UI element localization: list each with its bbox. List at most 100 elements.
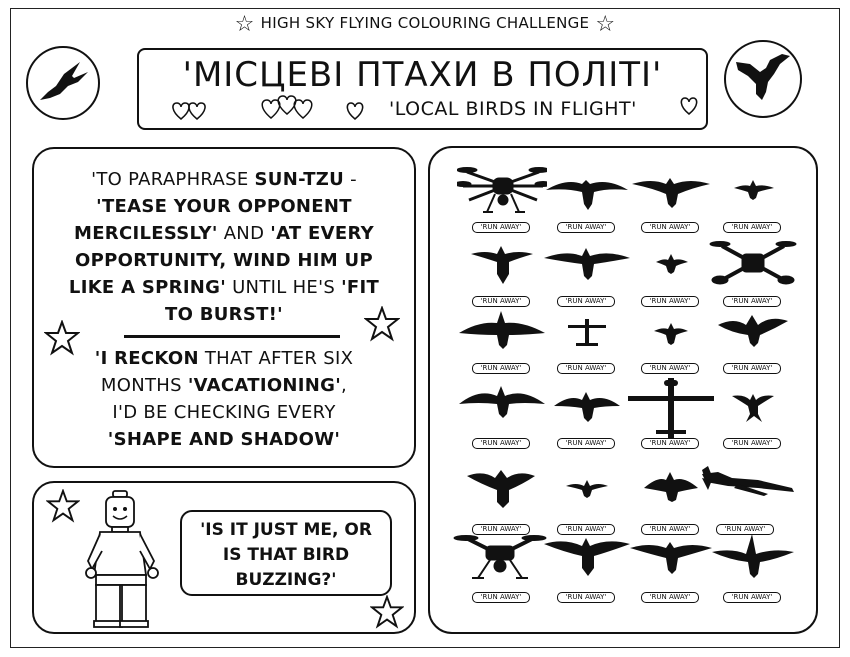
quote-line: MONTHS 'VACATIONING', — [100, 375, 348, 396]
silhouette-cell: 'RUN AWAY' — [452, 528, 547, 608]
silhouette-cell: 'RUN AWAY' — [708, 299, 798, 379]
small-bird-icon — [656, 254, 688, 274]
swallow-silhouette-icon — [732, 394, 774, 422]
quote-line: TO BURST!' — [164, 304, 283, 325]
large-uav-icon — [628, 378, 714, 440]
heart-icon — [680, 97, 698, 115]
silhouette-cell: 'RUN AWAY' — [626, 460, 716, 540]
silhouette-cell: 'RUN AWAY' — [626, 299, 716, 379]
run-away-label: 'RUN AWAY' — [557, 438, 615, 449]
silhouette-cell: 'RUN AWAY' — [457, 232, 547, 312]
silhouette-cell: 'RUN AWAY' — [542, 299, 632, 379]
silhouette-cell: 'RUN AWAY' — [626, 374, 716, 454]
swallow-icon — [40, 62, 88, 100]
quote-panel: 'TO PARAPHRASE SUN-TZU - 'TEASE YOUR OPP… — [32, 147, 416, 468]
run-away-label: 'RUN AWAY' — [472, 296, 530, 307]
run-away-label: 'RUN AWAY' — [472, 438, 530, 449]
gliding-bird-icon — [630, 542, 712, 574]
soaring-bird-icon — [632, 178, 710, 208]
run-away-label: 'RUN AWAY' — [641, 363, 699, 374]
page-subtitle: 'LOCAL BIRDS IN FLIGHT' — [389, 98, 637, 120]
silhouette-cell: 'RUN AWAY' — [708, 528, 798, 608]
quote-line: 'TEASE YOUR OPPONENT — [96, 196, 352, 217]
divider — [124, 335, 340, 338]
gliding-bird-icon — [459, 311, 545, 349]
star-icon: ☆ — [234, 12, 255, 37]
silhouette-cell: 'RUN AWAY' — [708, 232, 798, 312]
silhouette-cell: 'RUN AWAY' — [626, 232, 716, 312]
soaring-bird-icon — [544, 538, 630, 576]
hawk-icon — [736, 54, 790, 100]
quote-line: 'TO PARAPHRASE SUN-TZU - — [91, 169, 357, 190]
quote-line: OPPORTUNITY, WIND HIM UP — [75, 250, 373, 271]
silhouette-cell: 'RUN AWAY' — [708, 158, 798, 238]
flapping-bird-icon — [467, 470, 535, 508]
run-away-label: 'RUN AWAY' — [716, 524, 774, 535]
run-away-label: 'RUN AWAY' — [723, 363, 781, 374]
silhouette-cell: 'RUN AWAY' — [626, 528, 716, 608]
gliding-bird-icon — [544, 248, 630, 280]
silhouette-cell: 'RUN AWAY' — [457, 460, 547, 540]
quote-line: LIKE A SPRING' UNTIL HE'S 'FIT — [68, 277, 380, 298]
silhouette-cell: 'RUN AWAY' — [542, 158, 632, 238]
run-away-label: 'RUN AWAY' — [641, 592, 699, 603]
run-away-label: 'RUN AWAY' — [472, 222, 530, 233]
silhouette-cell: 'RUN AWAY' — [626, 158, 716, 238]
hearts-icon — [172, 102, 206, 120]
star-icon — [46, 489, 80, 523]
run-away-label: 'RUN AWAY' — [472, 524, 530, 535]
reaper-uav-icon — [702, 466, 794, 496]
hawk-badge — [724, 40, 802, 118]
run-away-label: 'RUN AWAY' — [557, 222, 615, 233]
silhouette-cell: 'RUN AWAY' — [542, 374, 632, 454]
hexacopter-drone-icon — [457, 167, 547, 213]
run-away-label: 'RUN AWAY' — [557, 524, 615, 535]
silhouette-cell: 'RUN AWAY' — [698, 460, 798, 540]
heron-icon — [712, 534, 794, 578]
small-bird-icon — [566, 480, 608, 498]
star-icon — [364, 306, 400, 342]
silhouette-cell: 'RUN AWAY' — [457, 374, 547, 454]
run-away-label: 'RUN AWAY' — [723, 296, 781, 307]
challenge-header: ☆HIGH SKY FLYING COLOURING CHALLENGE☆ — [0, 12, 850, 37]
run-away-label: 'RUN AWAY' — [641, 222, 699, 233]
silhouette-grid: 'RUN AWAY' 'RUN AWAY' 'RUN AWAY' 'RUN AW… — [428, 146, 818, 634]
speech-line: 'IS IT JUST ME, OR — [200, 520, 372, 540]
minifigure-icon — [85, 490, 159, 628]
speech-line: BUZZING?' — [235, 570, 337, 590]
small-bird-icon — [654, 323, 688, 345]
speech-line: IS THAT BIRD — [222, 545, 350, 565]
run-away-label: 'RUN AWAY' — [723, 222, 781, 233]
silhouette-cell: 'RUN AWAY' — [457, 299, 547, 379]
hearts-icon — [261, 95, 313, 119]
quote-line: 'SHAPE AND SHADOW' — [107, 429, 341, 450]
quote-line: 'I RECKON THAT AFTER SIX — [94, 348, 354, 369]
run-away-label: 'RUN AWAY' — [641, 438, 699, 449]
quote-line: MERCILESSLY' AND 'AT EVERY — [74, 223, 374, 244]
challenge-title: HIGH SKY FLYING COLOURING CHALLENGE — [260, 14, 590, 32]
soaring-bird-icon — [554, 392, 620, 422]
flapping-bird-icon — [718, 315, 788, 347]
soaring-bird-icon — [546, 180, 628, 210]
heart-icon — [346, 102, 364, 120]
silhouette-cell: 'RUN AWAY' — [542, 232, 632, 312]
minifigure-panel: 'IS IT JUST ME, OR IS THAT BIRD BUZZING?… — [32, 481, 416, 634]
run-away-label: 'RUN AWAY' — [472, 363, 530, 374]
silhouette-cell: 'RUN AWAY' — [457, 158, 547, 238]
silhouette-cell: 'RUN AWAY' — [542, 460, 632, 540]
page-border — [10, 8, 840, 648]
run-away-label: 'RUN AWAY' — [641, 296, 699, 307]
tailed-bird-icon — [471, 246, 533, 284]
flapping-bird-icon — [644, 472, 698, 502]
quadcopter-drone-icon — [709, 241, 797, 285]
star-icon — [44, 320, 80, 356]
silhouette-cell: 'RUN AWAY' — [708, 374, 798, 454]
run-away-label: 'RUN AWAY' — [723, 592, 781, 603]
quote-line: I'D BE CHECKING EVERY — [112, 402, 336, 423]
small-uav-icon — [568, 319, 606, 346]
small-bird-icon — [734, 180, 774, 200]
run-away-label: 'RUN AWAY' — [641, 524, 699, 535]
run-away-label: 'RUN AWAY' — [723, 438, 781, 449]
page-title: 'МІСЦЕВІ ПТАХИ В ПОЛІТІ' — [182, 55, 663, 95]
run-away-label: 'RUN AWAY' — [557, 363, 615, 374]
